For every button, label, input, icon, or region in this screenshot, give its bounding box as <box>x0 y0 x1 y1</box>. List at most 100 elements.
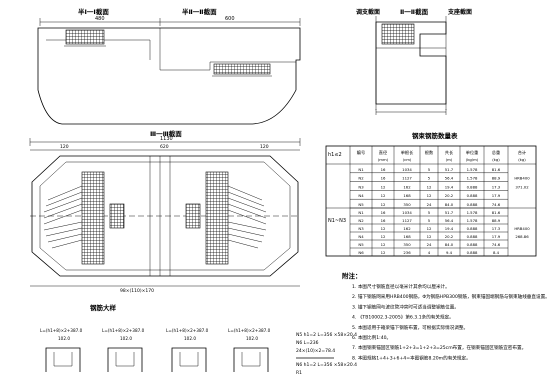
table-cell: 16 <box>381 167 386 172</box>
note-line: 5. 本图适用于箱梁锚下钢筋布置，可根据实际情况调整。 <box>352 324 468 331</box>
table-cell: 16 <box>381 210 386 215</box>
table-cell: 74.6 <box>492 202 501 207</box>
table-cell: 19.4 <box>445 226 454 231</box>
table-cell: 0.888 <box>467 202 478 207</box>
table-unit-cell: (kg/m) <box>466 157 479 162</box>
table-cell: 56.4 <box>445 176 454 181</box>
table-header-cell: 合计 <box>518 149 526 156</box>
table-cell: 12 <box>427 234 432 239</box>
detail-label: L=(h1+8)×2+387.0 <box>40 328 83 333</box>
dim-sec3-a: 120 <box>60 144 69 150</box>
rebar-mesh-left-anchor <box>81 171 105 265</box>
table-cell: 84.0 <box>445 202 454 207</box>
table-cell: 162 <box>403 226 411 231</box>
table-unit-cell: (kg) <box>492 157 500 162</box>
table-cell: 88.9 <box>492 218 501 223</box>
section-four-view: Ⅲ一Ⅲ截面 1130 120 620 120 <box>29 129 301 294</box>
note-line: 8. 本图规格1+4+3+6+4=本图钢筋8.20m的有关规定。 <box>352 354 471 361</box>
table-cell: N2 <box>358 218 364 223</box>
table-cell: 19.4 <box>445 184 454 189</box>
table-cell: 0.888 <box>467 184 478 189</box>
table-unit-cell: (kg) <box>518 157 526 162</box>
table-cell: 88.9 <box>492 176 501 181</box>
table-header-cell: 根数 <box>425 149 434 156</box>
dim-sec3-total: 1130 <box>160 136 173 142</box>
table-cell: N4 <box>358 234 364 239</box>
table-cell: N1 <box>358 167 364 172</box>
table-header-cell: 直径 <box>379 149 387 155</box>
side-right-title: 支座截面 <box>447 8 472 16</box>
dim-sec3-c: 120 <box>260 144 269 150</box>
table-cell: 20.2 <box>445 234 454 239</box>
tendon-fan-right <box>227 185 267 249</box>
table-cell: HRB400 <box>514 176 530 181</box>
detail-right-line4: N6 h1=2 L=356 ×58×20.4 <box>296 362 357 368</box>
detail-title: 钢筋大样 <box>90 303 117 312</box>
table-cell: 1034 <box>402 210 412 215</box>
rebar-stirrup-shape <box>45 347 81 372</box>
notes-block: 附注： 1. 本图尺寸钢筋直径以毫米计其余均以厘米计。2. 锚下钢筋网采用HRB… <box>342 271 550 361</box>
table-cell: 12 <box>427 184 432 189</box>
section-two-title: 半Ⅱ一Ⅱ截面 <box>182 7 217 16</box>
table-cell: N6 <box>358 250 364 255</box>
detail-right-line5: R1 <box>296 370 302 376</box>
dim-top-600: 600 <box>225 16 235 22</box>
table-cell: N5 <box>358 242 364 247</box>
table-cell: 17.9 <box>492 193 501 198</box>
table-cell: 5 <box>428 167 431 172</box>
table-cell: 84.0 <box>445 242 454 247</box>
table-cell: N3 <box>358 184 364 189</box>
detail-right-line1: N5 h1=2 L=356 ×58×20.4 <box>296 332 357 338</box>
table-header-cell: 单根长 <box>401 149 414 156</box>
table-cell: 12 <box>381 250 386 255</box>
table-header-cell: 共长 <box>445 149 454 156</box>
table-cell: N3 <box>358 226 364 231</box>
table-cell: 9.4 <box>446 250 453 255</box>
table-cell: HRB400 <box>514 226 530 231</box>
detail-sub-label: 102.0 <box>58 336 70 341</box>
table-cell: 1.578 <box>467 210 478 215</box>
detail-right-line3: 24×(10)×2=78.4 <box>296 348 335 354</box>
table-cell: 16 <box>381 218 386 223</box>
section-three-view: 调支截面 Ⅱ一Ⅱ截面 支座截面 <box>356 7 472 115</box>
table-cell: 17.3 <box>492 184 501 189</box>
table-cell: 8.4 <box>493 250 500 255</box>
detail-sub-label: 102.0 <box>120 336 132 341</box>
table-cell: 0.888 <box>467 250 478 255</box>
table-cell: 12 <box>381 242 386 247</box>
section-three-title: Ⅱ一Ⅱ截面 <box>400 7 429 16</box>
rebar-stirrup-shape <box>233 347 269 372</box>
table-cell: N1 <box>358 210 364 215</box>
detail-sub-label: 102.0 <box>184 336 196 341</box>
dim-top-480: 480 <box>95 16 105 22</box>
table-header-cell: 编号 <box>357 149 365 156</box>
table-cell: 371.02 <box>515 184 529 189</box>
table-cell: 0.888 <box>467 242 478 247</box>
table-cell: 12 <box>381 226 386 231</box>
table-cell: 5 <box>428 176 431 181</box>
table-cell: 12 <box>381 234 386 239</box>
table-cell: N2 <box>358 176 364 181</box>
plan-outline <box>31 155 299 277</box>
table-cell: 20.2 <box>445 193 454 198</box>
table-cell: 268.86 <box>515 234 529 239</box>
section-one-title: 半I一I截面 <box>78 7 109 16</box>
table-cell: 16 <box>381 176 386 181</box>
table-cell: 12 <box>381 184 386 189</box>
table-cell: 81.6 <box>492 167 501 172</box>
detail-label: L=(h1+8)×2+387.0 <box>102 328 145 333</box>
table-cell: 5 <box>428 210 431 215</box>
table-row-label-a: h1≤2 <box>328 152 342 158</box>
table-cell: 51.7 <box>445 210 454 215</box>
table-cell: 0.888 <box>467 193 478 198</box>
table-cell: 51.7 <box>445 167 454 172</box>
table-cell: N5 <box>358 202 364 207</box>
table-cell: 17.3 <box>492 226 501 231</box>
dim-bottom: 98×(110)×170 <box>120 288 154 294</box>
note-line: 4. 《TB10002.3-2005》第6.3.1条的有关规定。 <box>352 314 454 321</box>
table-cell: 74.6 <box>492 242 501 247</box>
rebar-stirrup-shape <box>171 347 207 372</box>
table-cell: 0.888 <box>467 226 478 231</box>
table-header-cell: 单位重 <box>466 149 479 156</box>
table-cell: 1127 <box>402 218 412 223</box>
